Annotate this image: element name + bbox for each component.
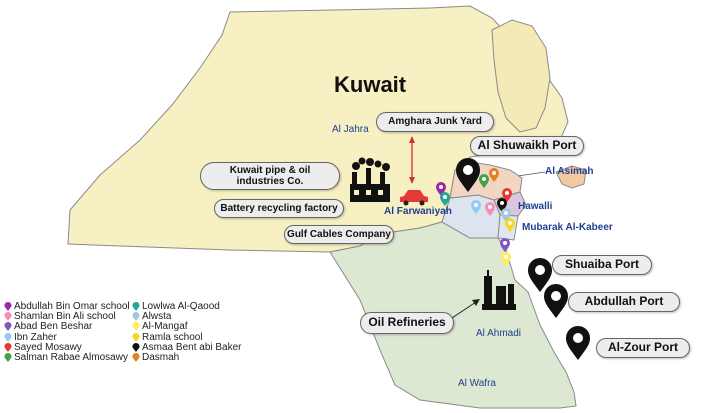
- legend-item: Asmaa Bent abi Baker: [132, 341, 242, 353]
- legend-pin-icon: [4, 342, 12, 352]
- school-marker-salman-icon: [479, 174, 489, 188]
- legend-item: Abad Ben Beshar: [4, 321, 130, 333]
- region-al-ahmadi: [329, 221, 577, 409]
- legend-item: Abdullah Bin Omar school: [4, 300, 130, 312]
- callout-shuaiba-port: Shuaiba Port: [552, 255, 652, 275]
- legend-pin-icon: [4, 332, 12, 342]
- island-failaka: [555, 165, 587, 189]
- legend-label: Salman Rabae Almosawy: [14, 352, 128, 364]
- school-marker-lowlwa-icon: [440, 192, 450, 206]
- legend-label: Ibn Zaher: [14, 331, 57, 343]
- legend-item: Al-Mangaf: [132, 321, 242, 333]
- legend-label: Abdullah Bin Omar school: [14, 300, 130, 312]
- legend-label: Al-Mangaf: [142, 321, 188, 333]
- legend-item: Ibn Zaher: [4, 331, 130, 343]
- school-marker-abad-icon: [500, 238, 510, 252]
- legend-label: Abad Ben Beshar: [14, 321, 93, 333]
- legend-label: Sayed Mosawy: [14, 341, 82, 353]
- callout-oil-refineries: Oil Refineries: [360, 312, 454, 334]
- oil-refinery-icon: [482, 270, 516, 310]
- legend-right: Lowlwa Al-Qaood Alwsta Al-Mangaf Ramla s…: [132, 301, 242, 363]
- school-marker-sayed-icon: [502, 188, 512, 202]
- legend-item: Salman Rabae Almosawy: [4, 352, 130, 364]
- legend-pin-icon: [132, 342, 140, 352]
- island-bubiyan: [491, 19, 551, 133]
- legend-pin-icon: [4, 353, 12, 363]
- legend-label: Asmaa Bent abi Baker: [142, 341, 242, 353]
- port-marker-alzour-icon: [566, 326, 590, 360]
- gov-label-hawalli: Hawalli: [518, 201, 553, 212]
- gov-label-al-asimah: Al Asimah: [545, 166, 594, 177]
- legend-pin-icon: [4, 322, 12, 332]
- map-title: Kuwait: [334, 72, 407, 97]
- callout-al-zour-port: Al-Zour Port: [596, 338, 690, 358]
- legend-pin-icon: [132, 301, 140, 311]
- legend-item: Shamlan Bin Ali school: [4, 310, 130, 322]
- legend-item: Dasmah: [132, 352, 242, 364]
- legend-label: Shamlan Bin Ali school: [14, 310, 116, 322]
- legend-label: Alwsta: [142, 310, 172, 322]
- school-marker-dasmah-icon: [489, 168, 499, 182]
- legend-item: Lowlwa Al-Qaood: [132, 300, 242, 312]
- legend-pin-icon: [132, 353, 140, 363]
- legend-item: Ramla school: [132, 331, 242, 343]
- legend-label: Lowlwa Al-Qaood: [142, 300, 220, 312]
- callout-abdullah-port: Abdullah Port: [568, 292, 680, 312]
- legend-label: Ramla school: [142, 331, 203, 343]
- callout-kuwait-pipe-oil: Kuwait pipe & oil industries Co.: [200, 162, 340, 190]
- school-marker-ramla-icon: [505, 218, 515, 232]
- legend-item: Sayed Mosawy: [4, 341, 130, 353]
- port-marker-abdullah-icon: [544, 284, 568, 318]
- gov-label-al-jahra: Al Jahra: [332, 124, 369, 135]
- gov-label-mubarak-al-kabeer: Mubarak Al-Kabeer: [522, 222, 613, 233]
- legend-pin-icon: [132, 332, 140, 342]
- callout-al-shuwaikh-port: Al Shuwaikh Port: [470, 136, 584, 156]
- port-marker-shuwaikh-icon: [456, 158, 480, 192]
- legend-item: Alwsta: [132, 310, 242, 322]
- callout-battery-recycling: Battery recycling factory: [214, 199, 344, 218]
- callout-amghara-junk-yard: Amghara Junk Yard: [376, 112, 494, 132]
- legend-pin-icon: [4, 311, 12, 321]
- legend-pin-icon: [132, 322, 140, 332]
- legend-label: Dasmah: [142, 352, 180, 364]
- school-marker-shamlan-icon: [485, 202, 495, 216]
- legend-pin-icon: [4, 301, 12, 311]
- legend-left: Abdullah Bin Omar school Shamlan Bin Ali…: [4, 301, 130, 363]
- factory-icon: [350, 157, 390, 202]
- gov-label-al-ahmadi: Al Ahmadi: [476, 328, 522, 339]
- gov-label-al-wafra: Al Wafra: [458, 378, 496, 389]
- school-marker-mangaf-icon: [501, 252, 511, 266]
- gov-label-al-farwaniyah: Al Farwaniyah: [384, 206, 452, 217]
- port-marker-shuaiba-icon: [528, 258, 552, 292]
- car-icon: [400, 190, 428, 206]
- legend-pin-icon: [132, 311, 140, 321]
- school-marker-ibn-zaher-icon: [471, 200, 481, 214]
- callout-gulf-cables: Gulf Cables Company: [284, 225, 394, 244]
